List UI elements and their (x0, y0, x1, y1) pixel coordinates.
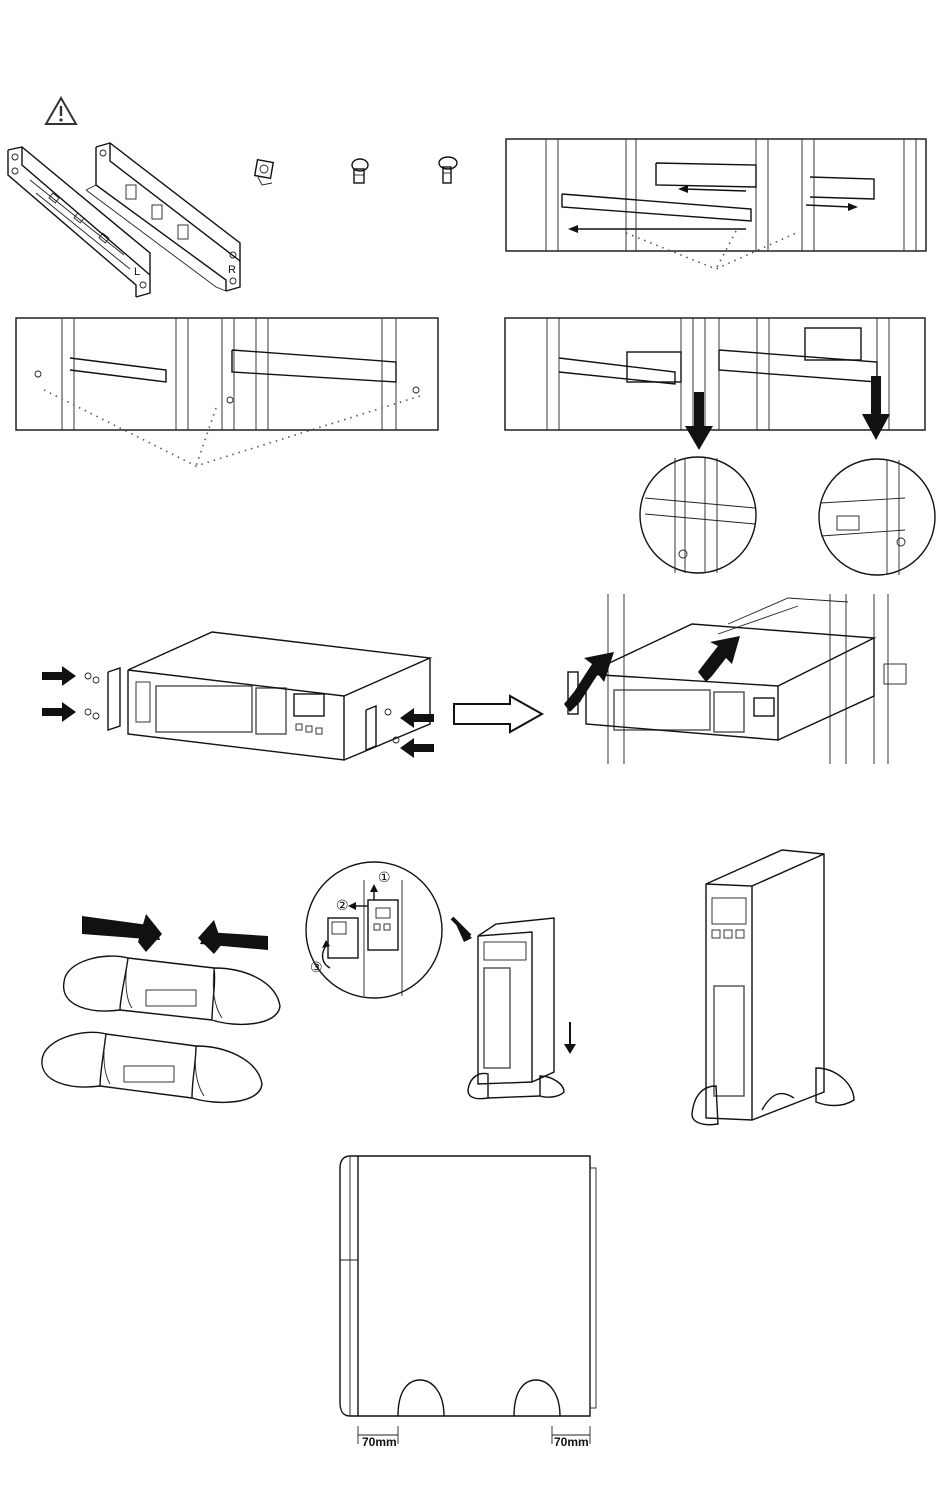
right-rail-label: R (228, 264, 236, 276)
step-two-label: ② (336, 897, 349, 913)
right-rail (86, 143, 240, 291)
side-clearance-diagram: 70mm 70mm (336, 1148, 602, 1458)
panel-rotate-detail: ① ② ③ (304, 860, 444, 1000)
screw-icon-2 (439, 157, 457, 183)
tower-standing-diagram (686, 844, 858, 1130)
step-one-label: ① (378, 869, 391, 885)
ups-bracket-diagram (36, 628, 446, 768)
next-step-arrow-icon (452, 696, 544, 732)
screw-icon (352, 159, 368, 183)
zoom-detail-right (819, 459, 935, 575)
zoom-detail-left (640, 457, 756, 573)
left-rail-label: L (134, 266, 140, 278)
cage-nut-icon (255, 160, 274, 185)
warning-triangle-icon (44, 96, 78, 126)
rails-insert-diagram (506, 139, 926, 251)
tower-stand-diagram (36, 910, 286, 1110)
left-clearance-label: 70mm (362, 1435, 397, 1449)
rail-kit-illustration: L R (0, 135, 480, 305)
right-clearance-label: 70mm (554, 1435, 589, 1449)
arrow-icon (42, 666, 76, 722)
ups-rack-insert-diagram (568, 594, 918, 764)
rails-lock-diagram (505, 318, 925, 588)
step-three-label: ③ (310, 959, 323, 975)
rails-screw-diagram (16, 318, 438, 430)
tower-place-diagram (448, 912, 578, 1108)
